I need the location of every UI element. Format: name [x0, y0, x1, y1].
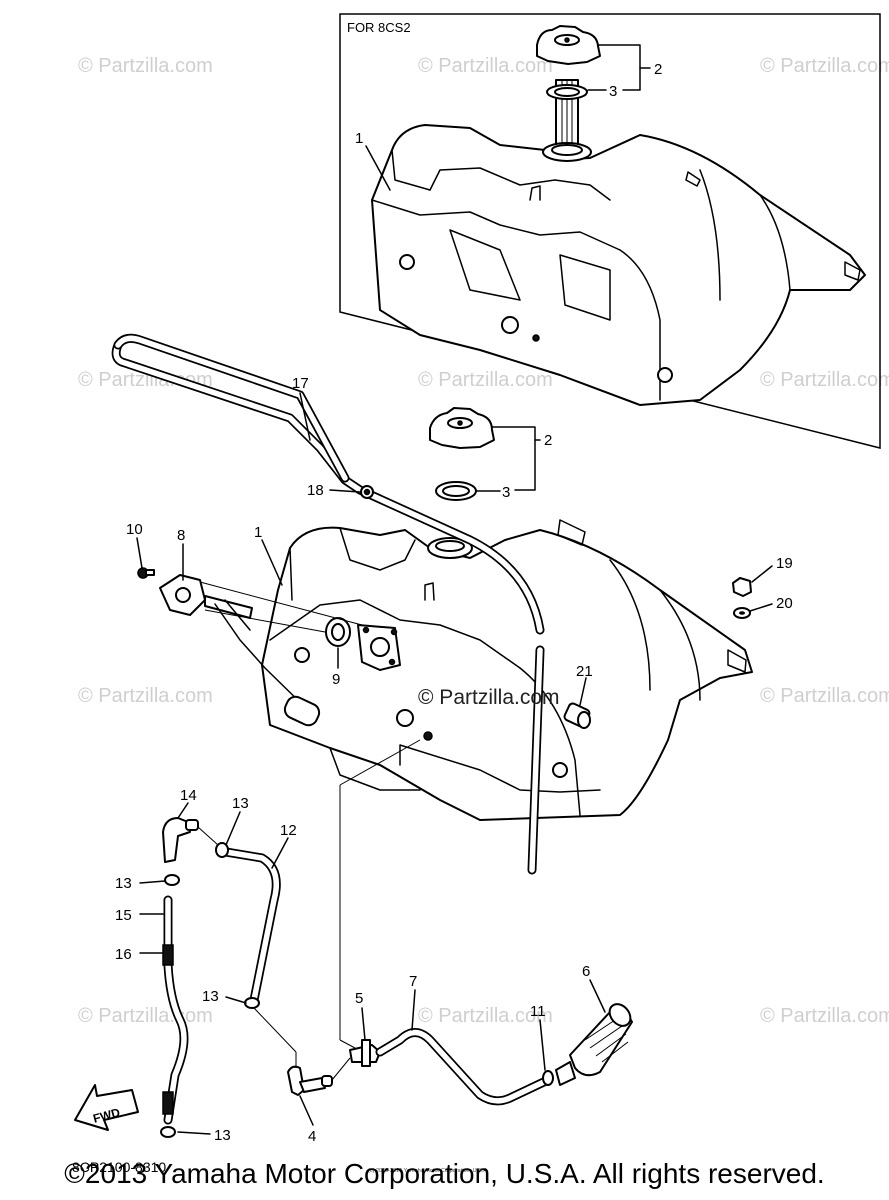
callout-20: 20 [776, 595, 793, 612]
elbow-14 [162, 817, 199, 863]
callout-16: 16 [115, 946, 132, 963]
filler-neck-inset [542, 79, 592, 162]
callout-1: 1 [254, 524, 262, 541]
fuel-cap [429, 407, 495, 449]
hose-clip-bottom [160, 1126, 176, 1138]
hose-clip-filter [542, 1070, 554, 1086]
hose-clip-12-top [215, 842, 229, 858]
diagram-code: 8CP2100-8310 [72, 1159, 166, 1175]
breather-hose [111, 333, 545, 875]
callout-10: 10 [126, 521, 143, 538]
copyright-text: ©2013 Yamaha Motor Corporation, U.S.A. A… [64, 1158, 825, 1189]
callout-2-inset: 2 [654, 61, 662, 78]
callout-1-inset: 1 [355, 130, 363, 147]
fuel-sender [159, 574, 321, 727]
fuel-hose-filter [375, 1028, 553, 1106]
tank-damper [563, 702, 591, 729]
guide-line [197, 826, 219, 846]
callout-5: 5 [355, 990, 363, 1007]
guide-line [253, 1007, 297, 1053]
hose-clip-14 [164, 874, 180, 886]
fuel-tank [261, 519, 753, 821]
watermark: © Partzilla.com [760, 55, 889, 77]
watermark: © Partzilla.com [418, 55, 553, 77]
callouts: 17 2 3 18 10 8 1 9 19 20 21 14 [115, 375, 793, 1145]
watermark: © Partzilla.com [78, 685, 213, 707]
watermark: © Partzilla.com [760, 1005, 889, 1027]
watermark: © Partzilla.com [760, 685, 889, 707]
watermark-layer: © Partzilla.com © Partzilla.com © Partzi… [78, 55, 889, 1027]
guide-line [331, 1057, 351, 1081]
small-notice: (c) 2005-2016 Yamaha Motor Corporation, … [368, 1168, 489, 1174]
inset-title: FOR 8CS2 [347, 20, 411, 35]
inset-box: FOR 8CS2 [339, 13, 881, 449]
watermark: © Partzilla.com [418, 1005, 553, 1027]
callout-18: 18 [307, 482, 324, 499]
tank-mount-ear [727, 649, 747, 673]
cap-gasket [435, 481, 477, 501]
callout-13-left: 13 [115, 875, 132, 892]
fuel-tank-inset [371, 124, 866, 406]
callout-7: 7 [409, 973, 417, 990]
callout-2: 2 [544, 432, 552, 449]
watermark-center: © Partzilla.com [418, 686, 560, 709]
callout-4: 4 [308, 1128, 316, 1145]
callout-17: 17 [292, 375, 309, 392]
nut [732, 577, 752, 597]
callout-13: 13 [232, 795, 249, 812]
hose-clip-12-bottom [244, 997, 260, 1009]
callout-8: 8 [177, 527, 185, 544]
callout-3: 3 [502, 484, 510, 501]
callout-6: 6 [582, 963, 590, 980]
washer [733, 607, 751, 619]
callout-12: 12 [280, 822, 297, 839]
bolt [137, 567, 155, 579]
elbow-fitting [287, 1065, 333, 1096]
fwd-label: FWD [92, 1105, 122, 1126]
callout-14: 14 [180, 787, 197, 804]
callout-13-bottom: 13 [214, 1127, 231, 1144]
return-hose [221, 847, 281, 1005]
inset-callouts: 2 3 1 [355, 44, 662, 191]
watermark: © Partzilla.com [760, 369, 889, 391]
watermark: © Partzilla.com [418, 369, 553, 391]
tank-bracket [557, 519, 586, 546]
callout-9: 9 [332, 671, 340, 688]
fuel-cock [349, 1039, 381, 1067]
callout-11: 11 [530, 1003, 546, 1020]
callout-15: 15 [115, 907, 132, 924]
fuel-cap-inset [536, 25, 601, 65]
callout-13-mid: 13 [202, 988, 219, 1005]
sender-gasket [325, 617, 351, 647]
callout-21: 21 [576, 663, 593, 680]
fuel-filter [555, 1003, 633, 1086]
forward-arrow-icon: FWD [74, 1084, 139, 1131]
guide-lines [339, 739, 421, 1049]
hose-clip [360, 485, 374, 499]
drain-hose [162, 895, 189, 1125]
watermark: © Partzilla.com [78, 1005, 213, 1027]
callout-19: 19 [776, 555, 793, 572]
callout-3-inset: 3 [609, 83, 617, 100]
watermark: © Partzilla.com [78, 55, 213, 77]
vent-fitting [424, 582, 435, 601]
